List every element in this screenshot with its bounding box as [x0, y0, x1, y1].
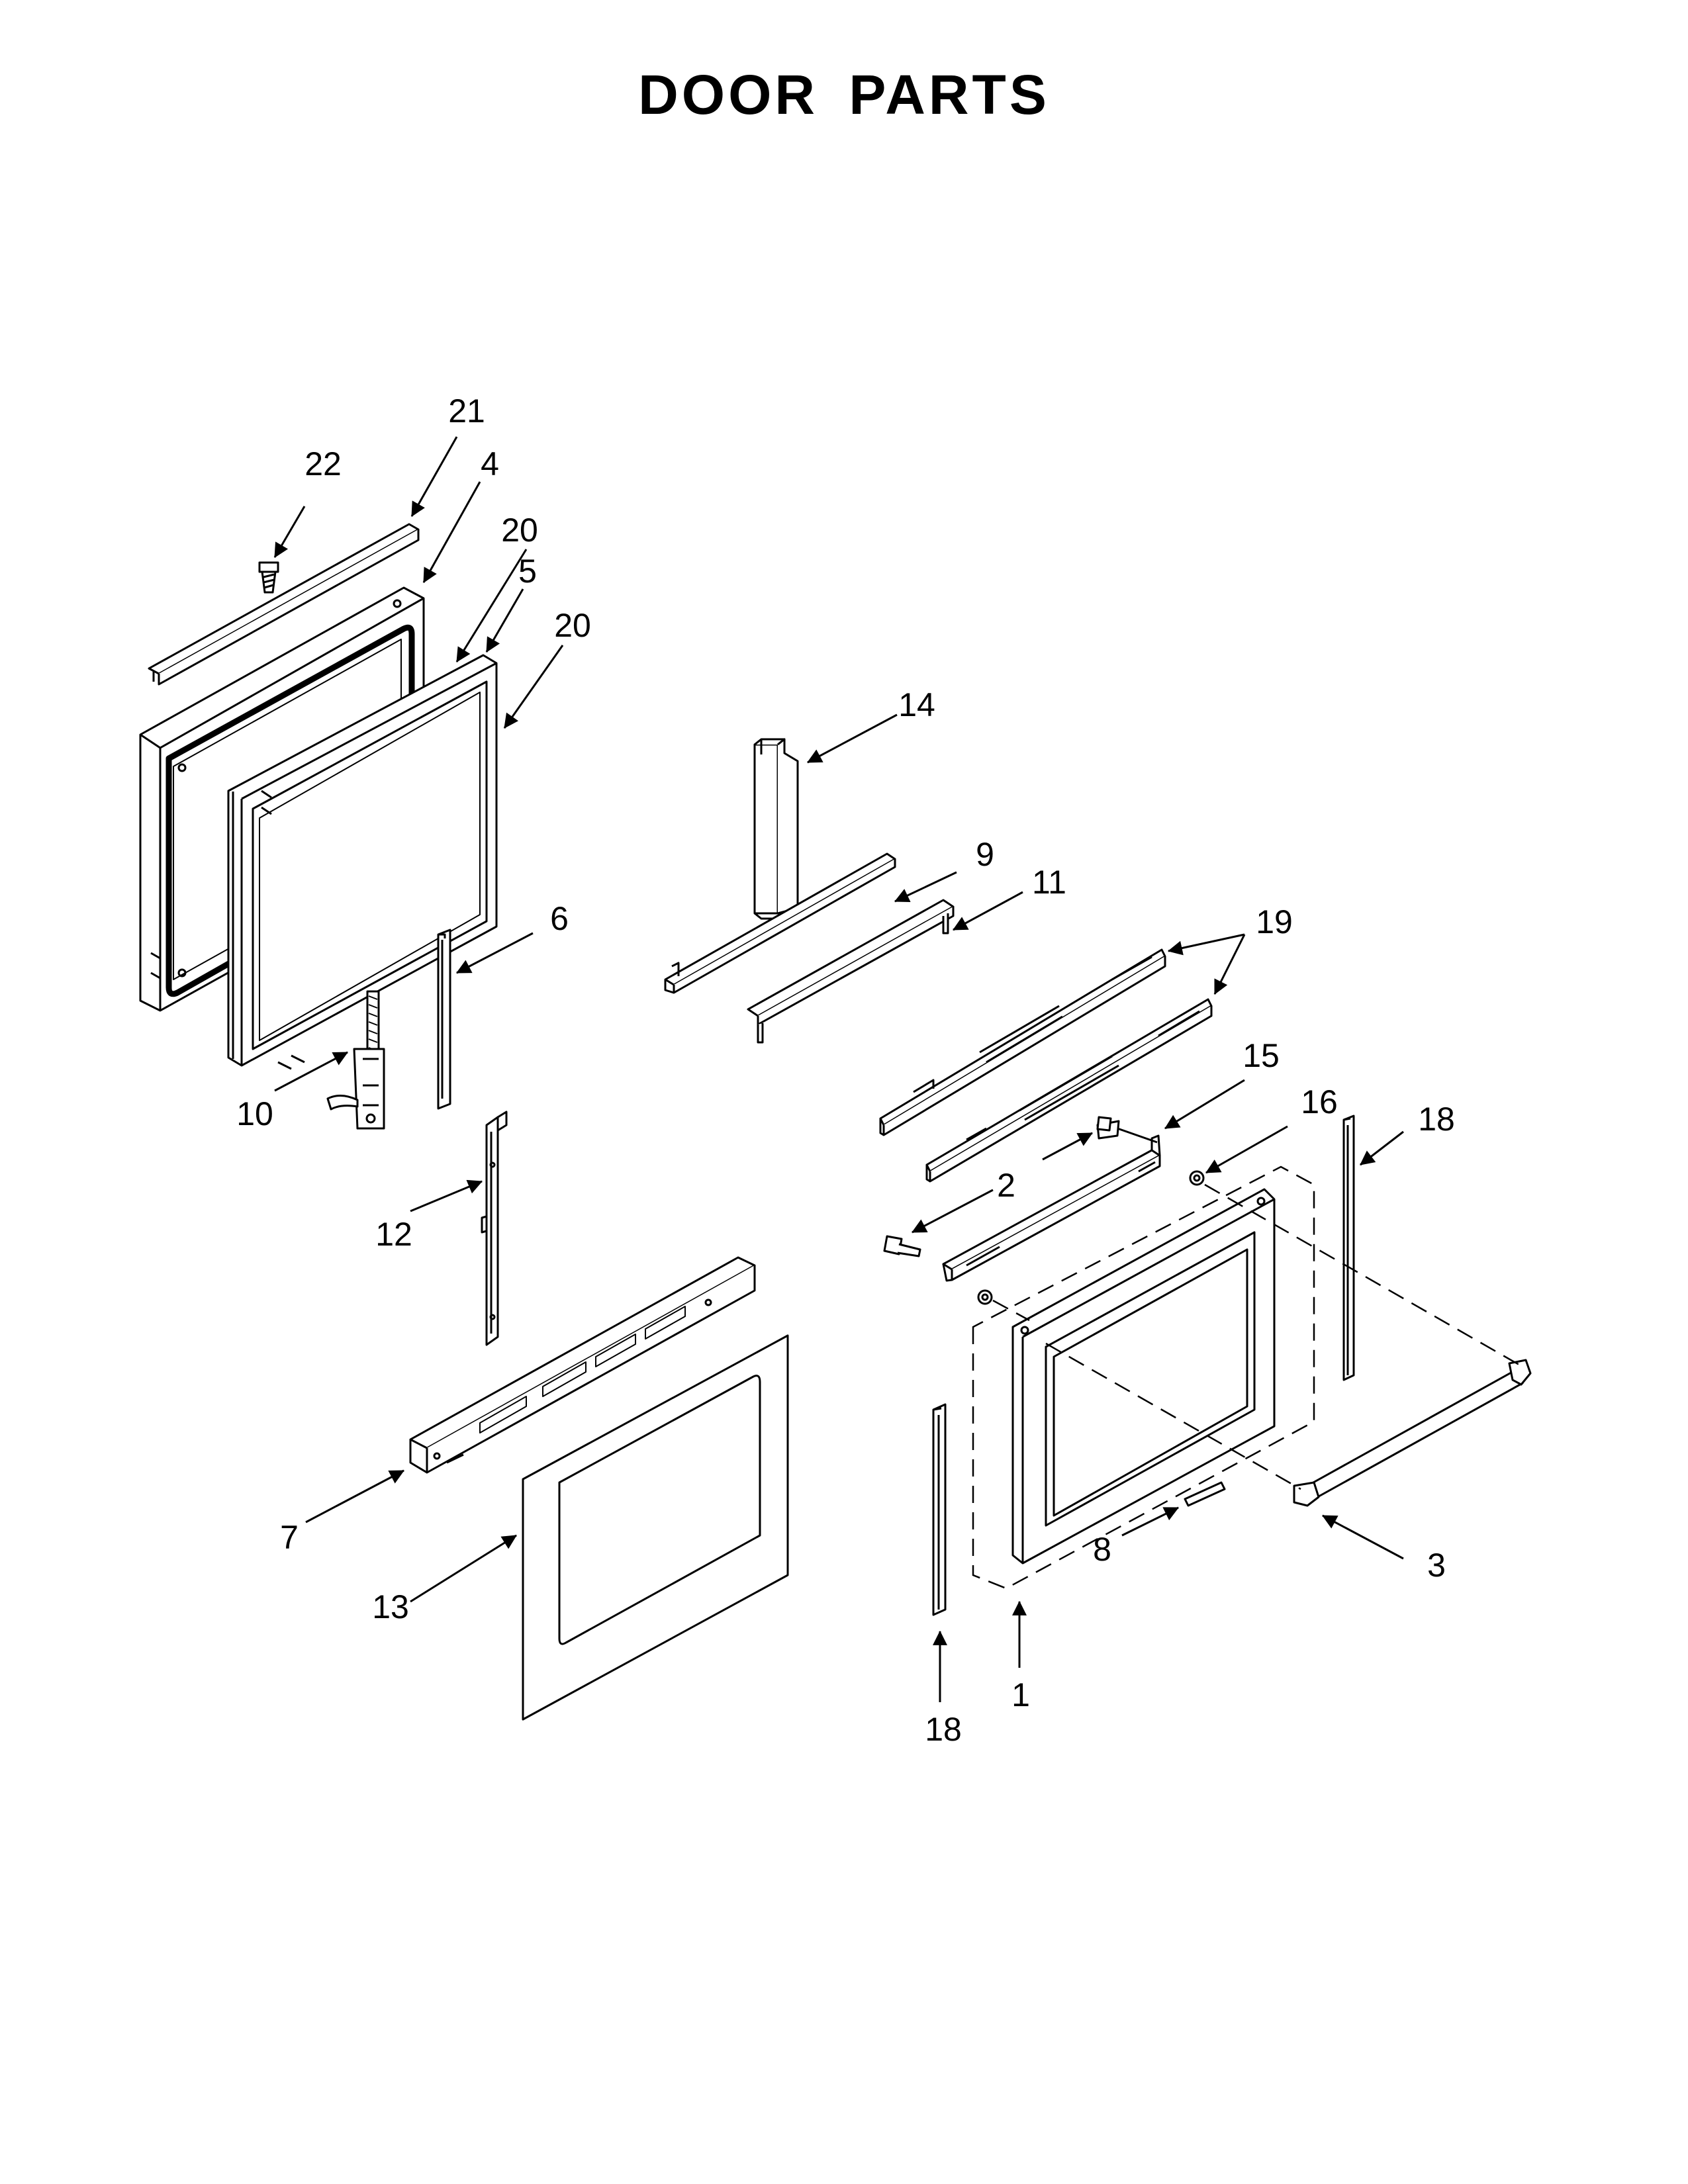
- part-5-inner-glass-assembly: [227, 654, 498, 1070]
- part-7-vent-channel: [409, 1256, 756, 1474]
- arrow-12: [410, 1179, 483, 1212]
- callout-19: 19: [1256, 903, 1293, 940]
- arrow-22: [273, 506, 306, 558]
- callout-18: 18: [1418, 1101, 1455, 1138]
- part-2-screw-right: [1096, 1116, 1112, 1132]
- callout-21: 21: [448, 392, 485, 430]
- arrow-14: [807, 713, 898, 764]
- arrow-3: [1322, 1514, 1404, 1560]
- callout-10: 10: [236, 1095, 273, 1132]
- callout-11: 11: [1032, 864, 1066, 901]
- part-18-side-trim-right: [1342, 1115, 1355, 1381]
- part-2-frame-channel: [942, 1134, 1161, 1282]
- part-22-screw: [258, 561, 279, 594]
- part-18-side-trim-left: [932, 1403, 947, 1616]
- callout-20-second: 20: [554, 607, 591, 644]
- arrow-7: [305, 1469, 404, 1524]
- part-10-hinge: [326, 990, 385, 1130]
- handle-phantom-line-bottom: [1045, 1342, 1301, 1490]
- part-1-door-frame: [1011, 1188, 1276, 1565]
- callout-3: 3: [1427, 1547, 1446, 1584]
- callout-20: 20: [501, 512, 538, 549]
- arrow-21: [410, 436, 458, 517]
- part-19-brackets: [879, 948, 1213, 1183]
- callout-5: 5: [518, 553, 537, 590]
- callout-4: 4: [481, 445, 499, 482]
- arrow-20b: [503, 645, 564, 729]
- arrow-16: [1205, 1125, 1288, 1174]
- arrow-19b: [1213, 934, 1246, 995]
- callout-7: 7: [280, 1519, 299, 1556]
- arrow-5: [485, 588, 524, 653]
- part-16-washer-lower: [977, 1289, 993, 1305]
- part-6-side-trim: [437, 929, 451, 1110]
- callout-9: 9: [976, 836, 994, 873]
- callout-16: 16: [1301, 1083, 1338, 1120]
- part-16-washer: [1189, 1170, 1205, 1186]
- arrow-8: [1121, 1506, 1179, 1537]
- callout-2: 2: [997, 1167, 1015, 1204]
- callout-22: 22: [305, 445, 342, 482]
- arrow-11: [953, 891, 1023, 931]
- arrow-19a: [1167, 933, 1245, 956]
- arrow-2b: [912, 1189, 994, 1234]
- part-14-duct: [753, 738, 799, 920]
- arrow-15: [1164, 1079, 1245, 1130]
- arrow-2a: [1042, 1132, 1093, 1161]
- part-12-side-bracket: [481, 1111, 508, 1346]
- page-title: DOOR PARTS: [638, 64, 1050, 126]
- callout-15: 15: [1243, 1037, 1280, 1074]
- arrow-10: [274, 1051, 348, 1092]
- part-21-top-trim: [148, 523, 420, 686]
- callout-13: 13: [372, 1588, 409, 1625]
- arrow-13: [410, 1534, 517, 1603]
- arrow-6: [456, 932, 534, 974]
- part-11-rail: [747, 899, 955, 1044]
- arrow-9: [894, 871, 957, 903]
- part-8-badge: [1184, 1481, 1226, 1507]
- assembly-outline: [972, 1165, 1315, 1590]
- arrow-4: [422, 481, 481, 583]
- callout-12: 12: [375, 1216, 412, 1253]
- arrow-18a: [1360, 1130, 1404, 1166]
- part-9-rail: [664, 852, 896, 994]
- arrow-20a: [455, 549, 528, 662]
- callout-6: 6: [550, 900, 569, 937]
- callout-18-second: 18: [925, 1711, 962, 1748]
- part-13-outer-glass: [522, 1334, 789, 1721]
- handle-phantom-line-top: [1204, 1183, 1523, 1368]
- callout-14: 14: [898, 686, 935, 723]
- callout-8: 8: [1093, 1531, 1111, 1568]
- part-2-screw-left: [883, 1235, 921, 1257]
- part-3-handle: [1293, 1359, 1532, 1507]
- callout-1: 1: [1011, 1676, 1030, 1713]
